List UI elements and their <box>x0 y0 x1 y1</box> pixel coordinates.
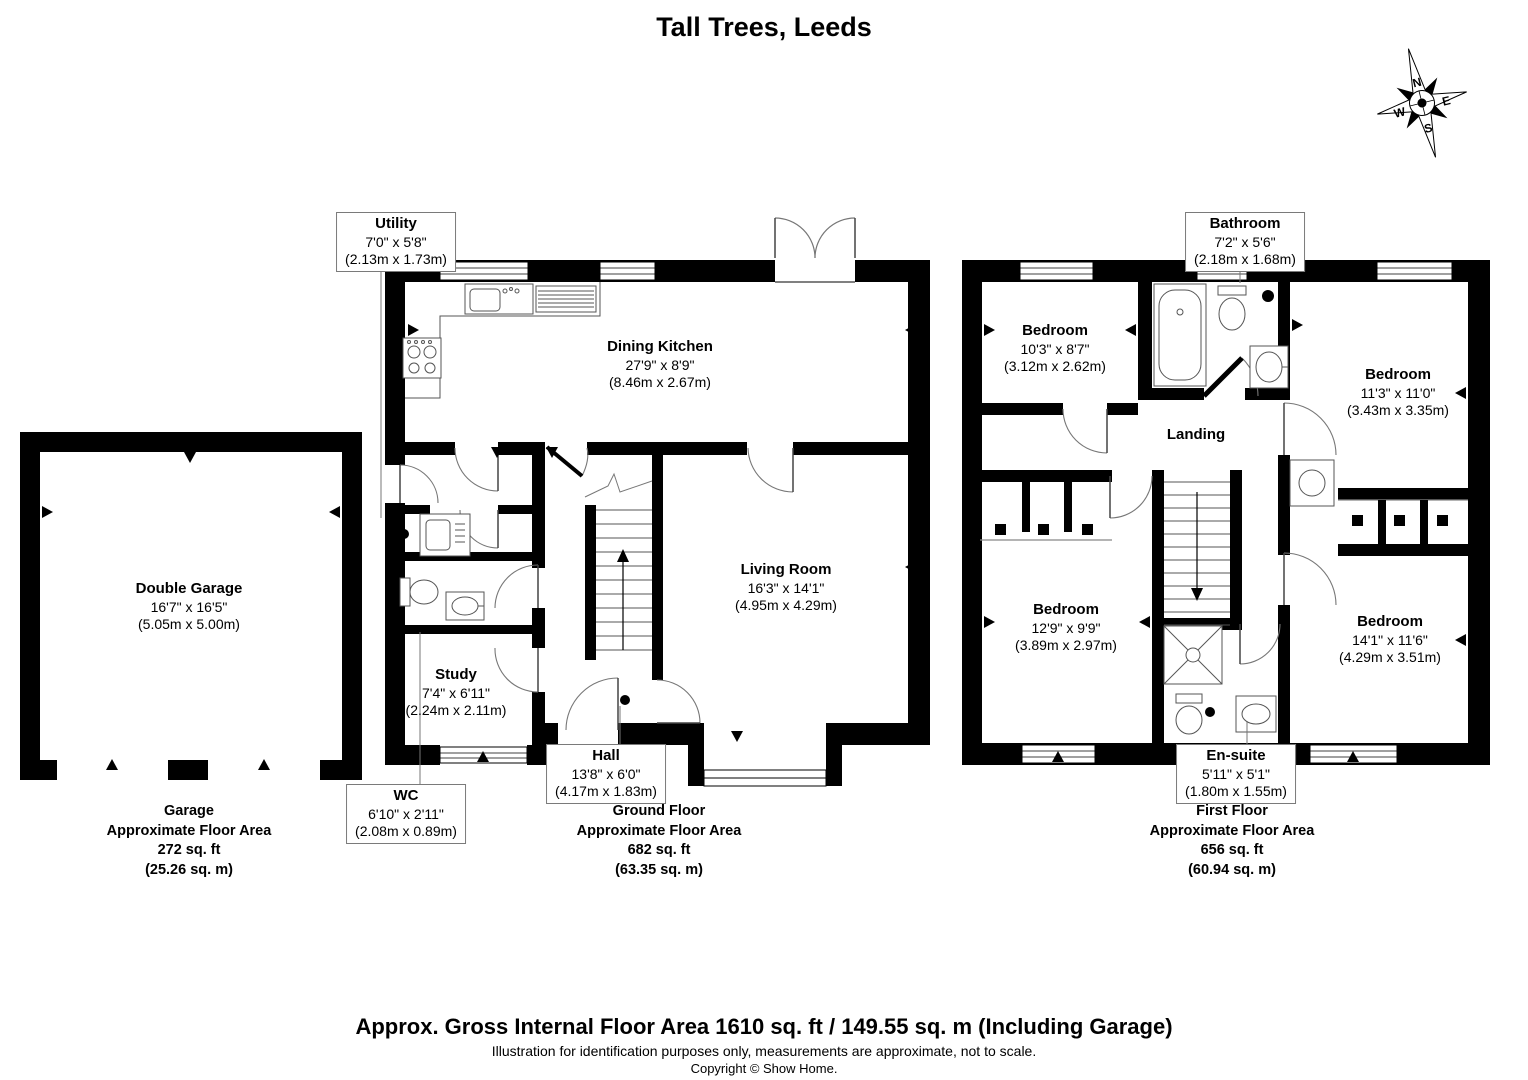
measure-markers <box>42 452 340 770</box>
label-dining-kitchen: Dining Kitchen 27'9" x 8'9" (8.46m x 2.6… <box>607 338 713 391</box>
bathtub-icon <box>1153 283 1207 387</box>
copyright-text: Copyright © Show Home. <box>690 1061 838 1076</box>
bay-window <box>688 723 842 787</box>
door-knob-dot <box>1205 707 1215 717</box>
door-arcs <box>1062 357 1337 665</box>
compass-east-label: E <box>1441 93 1452 109</box>
wc-basin-icon <box>445 591 485 621</box>
open-door-leaf <box>1202 356 1244 398</box>
toilet-icon <box>1175 693 1203 735</box>
shower-icon <box>1163 625 1223 685</box>
door-leaves <box>1106 403 1285 664</box>
gross-area-text: Approx. Gross Internal Floor Area 1610 s… <box>355 1014 1173 1039</box>
window <box>439 261 656 764</box>
disclaimer-text: Illustration for identification purposes… <box>491 1043 1037 1059</box>
label-living-room: Living Room 16'3" x 14'1" (4.95m x 4.29m… <box>735 561 837 614</box>
toilet-icon <box>1217 285 1247 331</box>
label-utility: Utility 7'0" x 5'8" (2.13m x 1.73m) <box>336 212 456 272</box>
kitchen-sink-icon <box>464 283 597 315</box>
label-bedroom-bottom-left: Bedroom 12'9" x 9'9" (3.89m x 2.97m) <box>1015 601 1117 654</box>
ground-floor-area-summary: Ground Floor Approximate Floor Area 682 … <box>576 803 742 878</box>
french-doors <box>774 217 856 284</box>
hob-icon <box>402 337 442 379</box>
label-landing: Landing <box>1166 426 1226 443</box>
measure-markers <box>984 319 1466 762</box>
measure-markers <box>408 324 916 762</box>
compass-south-label: S <box>1423 120 1434 136</box>
label-wc: WC 6'10" x 2'11" (2.08m x 0.89m) <box>346 784 466 844</box>
label-double-garage: Double Garage 16'7" x 16'5" (5.05m x 5.0… <box>135 580 243 633</box>
page-title: Tall Trees, Leeds <box>656 12 872 42</box>
door-knob-dot <box>399 529 409 539</box>
label-bedroom-top-right: Bedroom 11'3" x 11'0" (3.43m x 3.35m) <box>1347 366 1449 419</box>
garage-area-summary: Garage Approximate Floor Area 272 sq. ft… <box>106 803 272 878</box>
kitchen-counter <box>405 282 601 399</box>
label-leader-lines <box>380 263 1248 784</box>
compass-rose-icon: N E S W <box>1377 48 1467 158</box>
label-study: Study 7'4" x 6'11" (2.24m x 2.11m) <box>405 666 507 719</box>
airing-cupboard-icon <box>1289 459 1335 507</box>
door-knob-dot <box>1262 290 1274 302</box>
compass-west-label: W <box>1392 104 1407 120</box>
ground-floor-plan <box>385 217 930 787</box>
label-hall: Hall 13'8" x 6'0" (4.17m x 1.83m) <box>546 744 666 804</box>
stairs-down-arrow <box>1191 588 1203 601</box>
label-bedroom-top-left: Bedroom 10'3" x 8'7" (3.12m x 2.62m) <box>1004 322 1106 375</box>
door-knob-dot <box>620 695 630 705</box>
label-bathroom: Bathroom 7'2" x 5'6" (2.18m x 1.68m) <box>1185 212 1305 272</box>
garage-plan <box>20 432 362 780</box>
first-floor-area-summary: First Floor Approximate Floor Area 656 s… <box>1149 803 1315 878</box>
wc-toilet-icon <box>399 577 439 607</box>
door-arcs <box>399 447 794 731</box>
washer-icon <box>419 513 471 557</box>
label-bedroom-bottom-right: Bedroom 14'1" x 11'6" (4.29m x 3.51m) <box>1339 613 1441 666</box>
staircase-up <box>584 472 653 651</box>
basin-icon <box>1235 695 1277 733</box>
label-ensuite: En-suite 5'11" x 5'1" (1.80m x 1.55m) <box>1176 744 1296 804</box>
compass-north-label: N <box>1411 75 1423 91</box>
stairs-up-arrow <box>617 549 629 562</box>
basin-icon <box>1249 345 1289 389</box>
